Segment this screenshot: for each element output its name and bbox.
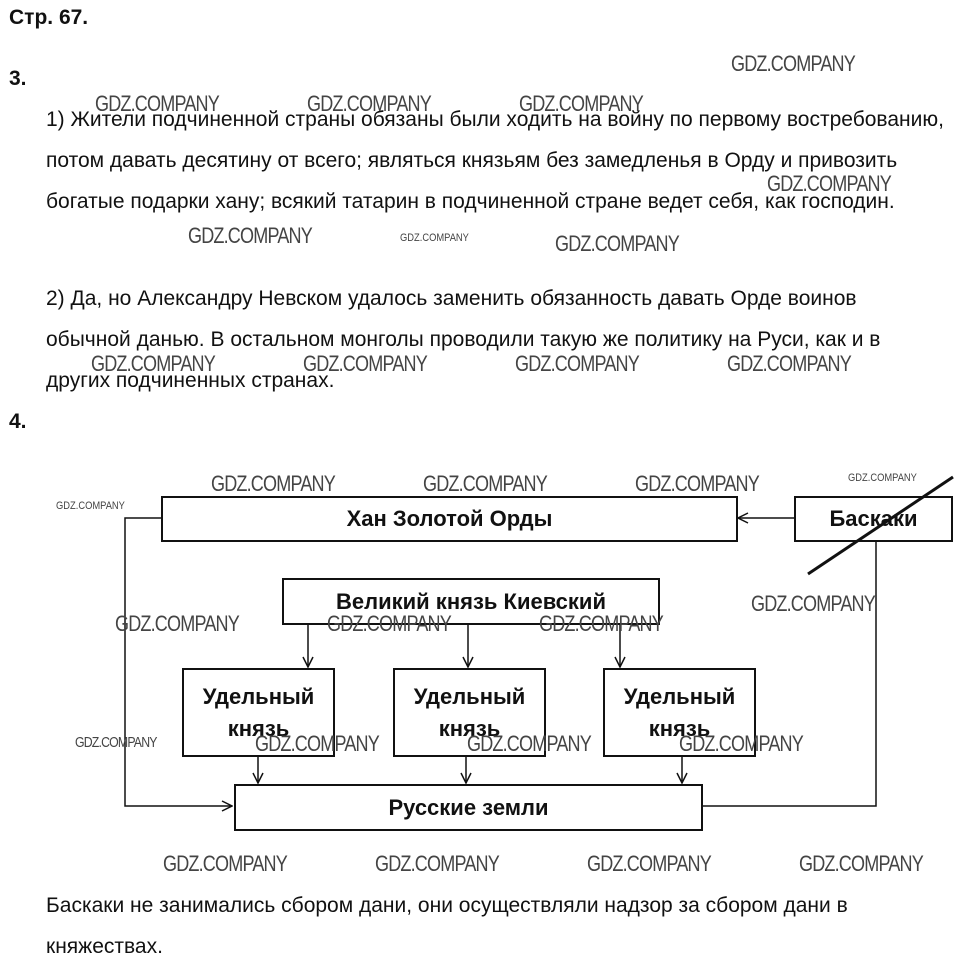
box-grand-prince-kiev: Великий князь Киевский bbox=[282, 578, 660, 625]
page-title: Стр. 67. bbox=[9, 6, 89, 29]
box-khan-golden-horde: Хан Золотой Орды bbox=[161, 496, 738, 542]
box-appanage-prince-3: Удельный князь bbox=[603, 668, 756, 757]
task-3-answer-2: 2) Да, но Александру Невском удалось зам… bbox=[46, 287, 881, 392]
line-baskaki-to-lands bbox=[702, 541, 877, 807]
box-russian-lands: Русские земли bbox=[234, 784, 703, 831]
box-appanage-prince-2: Удельный князь bbox=[393, 668, 546, 757]
arrow-khan-to-lands bbox=[124, 517, 232, 806]
task-3-answer-1: 1) Жители подчиненной страны обязаны был… bbox=[46, 108, 944, 213]
box-appanage-prince-1: Удельный князь bbox=[182, 668, 335, 757]
baskaki-strike-line bbox=[807, 475, 954, 576]
task-3-number: 3. bbox=[9, 67, 27, 90]
box-baskaki: Баскаки bbox=[794, 496, 953, 542]
task-4-number: 4. bbox=[9, 410, 27, 433]
task-4-conclusion: Баскаки не занимались сбором дани, они о… bbox=[46, 894, 848, 958]
